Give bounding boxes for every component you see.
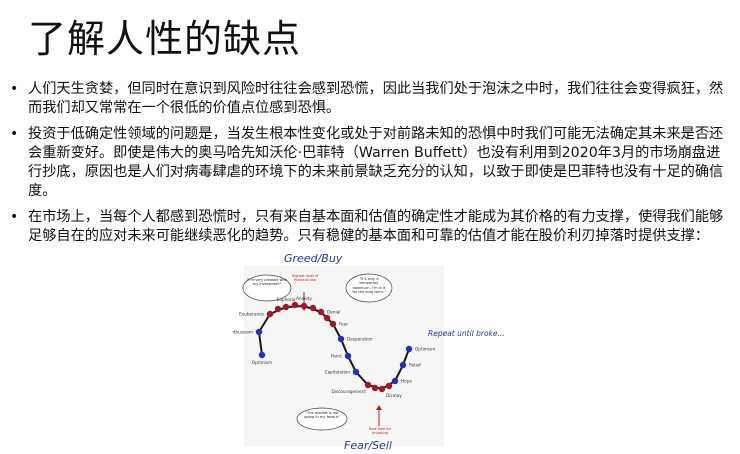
bubble-right-text: "It's only a temporary downturn. I'm in … [352,277,386,295]
cycle-labels-group: Optimism Enthusiasm Exuberance EuphoriaAnxi… [232,296,435,398]
speech-bubble-left [242,274,292,302]
cycle-stage-label: Hope [401,379,412,384]
bottom-arrow-note: Best time for investing [369,427,391,436]
bullet-dot: • [10,126,19,142]
cycle-points-group [255,301,413,393]
cycle-stage-label: Anxiety [296,296,312,301]
speech-bubble-bottom [296,407,348,431]
speech-bubble-right [345,273,393,303]
cycle-stage-label: Optimism [415,347,435,352]
bullet-list: • 人们天生贪婪，但同时在意识到风险时往往会感到恐慌，因此当我们处于泡沫之中时，… [8,80,724,253]
cycle-stage-label: Capitulation [325,370,351,375]
greed-buy-label: Greed/Buy [284,252,343,265]
cycle-stage-label: Euphoria [277,297,296,302]
cycle-point-blue [344,352,352,360]
cycle-stage-label: Fear [339,322,348,327]
top-arrow-note: Highest level of financial risk [291,274,319,283]
cycle-point-red [282,303,290,311]
page-title: 了解人性的缺点 [28,17,302,61]
cycle-point-blue [258,351,266,359]
cycle-point-blue [255,328,263,336]
market-cycle-diagram: Greed/Buy Fear/Sell Repeat until broke..… [232,252,505,452]
cycle-point-red [364,381,372,389]
cycle-point-red [317,308,325,316]
bullet-dot: • [10,81,19,97]
cycle-point-blue [391,377,399,385]
market-cycle-figure: Greed/Buy Fear/Sell Repeat until broke..… [232,248,512,454]
bubble-bottom-text: "The market is not going in my favour" [304,411,340,420]
bullet-item: • 在市场上，当每个人都感到恐慌时，只有来自基本面和估值的确定性才能成为其价格的… [8,208,724,246]
cycle-stage-label: Exuberance [239,312,264,317]
cycle-point-blue [337,335,345,343]
cycle-stage-label: Dismay [386,393,402,398]
cycle-point-red [378,385,386,393]
cycle-stage-label: Discouragement [331,389,366,394]
cycle-point-red [329,320,337,328]
bullet-item: • 人们天生贪婪，但同时在意识到风险时往往会感到恐慌，因此当我们处于泡沫之中时，… [8,80,724,118]
cycle-stage-label: Denial [327,310,340,315]
bullet-item: • 投资于低确定性领域的问题是，当发生根本性变化或处于对前路未知的恐惧中时我们可… [8,125,724,201]
cycle-stage-label: Relief [409,363,421,368]
bullet-text: 投资于低确定性领域的问题是，当发生根本性变化或处于对前路未知的恐惧中时我们可能无… [28,126,724,199]
cycle-point-red [309,304,317,312]
bullet-text: 人们天生贪婪，但同时在意识到风险时往往会感到恐慌，因此当我们处于泡沫之中时，我们… [28,81,724,116]
cycle-point-red [274,305,282,313]
bubble-left-text: "I'm very pleased with my investment" [246,278,288,287]
cycle-point-blue [399,361,407,369]
repeat-label: Repeat until broke... [428,329,505,338]
cycle-stage-label: Desperation [347,337,373,342]
cycle-point-red [371,384,379,392]
bullet-text: 在市场上，当每个人都感到恐慌时，只有来自基本面和估值的确定性才能成为其价格的有力… [28,209,724,244]
bullet-dot: • [10,209,19,225]
cycle-point-blue [352,368,360,376]
cycle-stage-label: Optimism [252,360,272,365]
cycle-stage-label: Panic [331,354,343,359]
cycle-point-red [266,310,274,318]
fear-sell-label: Fear/Sell [344,439,392,452]
cycle-point-red [385,382,393,390]
cycle-point-red [323,314,331,322]
bottom-arrow-head [376,405,382,410]
cycle-point-red [300,302,308,310]
cycle-stage-label: Enthusiasm [232,330,253,335]
cycle-point-blue [405,345,413,353]
cycle-point-red [291,301,299,309]
